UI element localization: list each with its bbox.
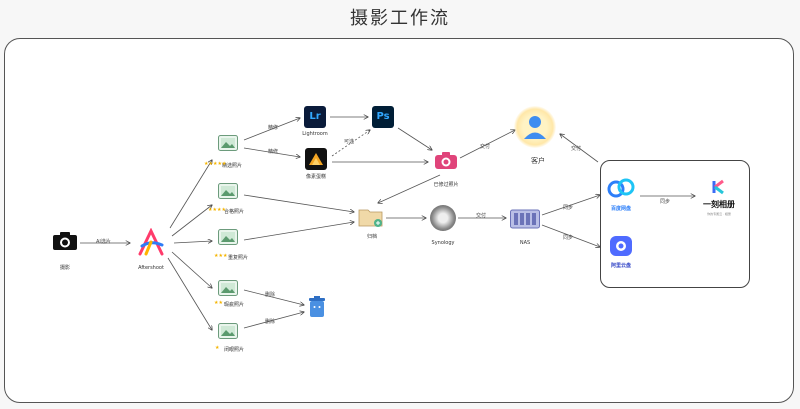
edge-aftershoot-repeat [173, 241, 212, 243]
edge-nas-baidu [541, 195, 600, 216]
archive-label: 归档 [366, 234, 378, 240]
edge-repaired-customer [459, 130, 515, 159]
nas-label: NAS [519, 240, 531, 246]
edge-label-optional: 可选 [344, 139, 355, 145]
edge-label-delete2: 删除 [265, 319, 276, 325]
edge-closed-trash [243, 312, 304, 329]
repaired-label: 已修过照片 [433, 182, 459, 188]
aftershoot-label: Aftershoot [138, 265, 164, 271]
edge-label-retouch1: 精修 [268, 125, 279, 131]
ok-label: 合格照片 [223, 209, 245, 215]
edge-aftershoot-failed [171, 251, 212, 288]
yike-sub-label: 你的专属云 · 相册 [707, 212, 731, 216]
selected-label: 精选照片 [221, 163, 243, 169]
star-icon: ★★ [214, 300, 223, 306]
ok-photo-icon [218, 183, 238, 199]
edge-repaired-archive [378, 174, 441, 203]
baidu-label: 百度网盘 [610, 206, 632, 212]
star-icon: ★★★ [214, 253, 228, 259]
trash-icon [308, 296, 326, 318]
yike-album-icon [710, 178, 728, 196]
yike-label: 一刻相册 [703, 200, 735, 209]
meitu-icon [305, 148, 327, 170]
edge-aftershoot-selected [169, 160, 212, 229]
aliyun-drive-icon [609, 235, 633, 257]
star-icon: ★ [215, 345, 220, 351]
edge-failed-trash [243, 289, 304, 305]
edge-label-delete1: 删除 [265, 292, 276, 298]
edge-label-retouch2: 精修 [268, 149, 279, 155]
closed-eyes-label: 闭眼照片 [223, 347, 245, 353]
star-icon: ★★★★★ [204, 161, 227, 167]
page-title: 摄影工作流 [350, 8, 450, 29]
repeat-photo-icon [218, 229, 238, 245]
edge-selected-lr [243, 118, 300, 141]
customer-icon [514, 106, 556, 148]
edge-repeat-archive [243, 222, 354, 241]
edge-label-deliver2: 交付 [571, 146, 582, 152]
lightroom-label: Lightroom [302, 131, 328, 137]
edge-label-sync3: 同步 [660, 199, 671, 205]
lightroom-icon: Lr [304, 106, 326, 128]
edge-selected-meitu [243, 147, 300, 157]
edge-label-import: AI选片 [96, 239, 111, 245]
aftershoot-icon [136, 227, 166, 256]
edge-label-sync1: 同步 [563, 205, 574, 211]
edge-label-deliver3: 交付 [476, 213, 487, 219]
archive-folder-icon [358, 206, 384, 228]
edge-label-deliver1: 交付 [480, 144, 491, 150]
edge-aftershoot-closed [167, 257, 212, 330]
failed-label: 瑕疵照片 [223, 302, 245, 308]
camera-icon [52, 231, 78, 251]
nas-icon [510, 208, 540, 230]
camera-label: 摄影 [59, 265, 71, 271]
meitu-label: 像素蛋糕 [305, 174, 327, 180]
edge-ok-archive [243, 194, 354, 212]
failed-photo-icon [218, 280, 238, 296]
aliyun-label: 阿里云盘 [610, 263, 632, 269]
edge-nas-aliyun [541, 224, 600, 247]
star-icon: ★★★★ [208, 207, 226, 213]
photoshop-icon: Ps [372, 106, 394, 128]
selected-photo-icon [218, 135, 238, 151]
edge-group-customer [560, 134, 599, 163]
synology-label: Synology [431, 240, 455, 246]
repaired-photos-icon [434, 150, 458, 170]
closed-eyes-photo-icon [218, 323, 238, 339]
edge-ps-repaired [397, 127, 432, 150]
customer-label: 客户 [531, 157, 545, 165]
edge-aftershoot-ok [171, 205, 212, 237]
synology-icon [430, 205, 456, 231]
edge-label-sync2: 同步 [563, 235, 574, 241]
baidu-netdisk-icon [606, 176, 636, 200]
repeat-label: 重复照片 [227, 255, 249, 261]
